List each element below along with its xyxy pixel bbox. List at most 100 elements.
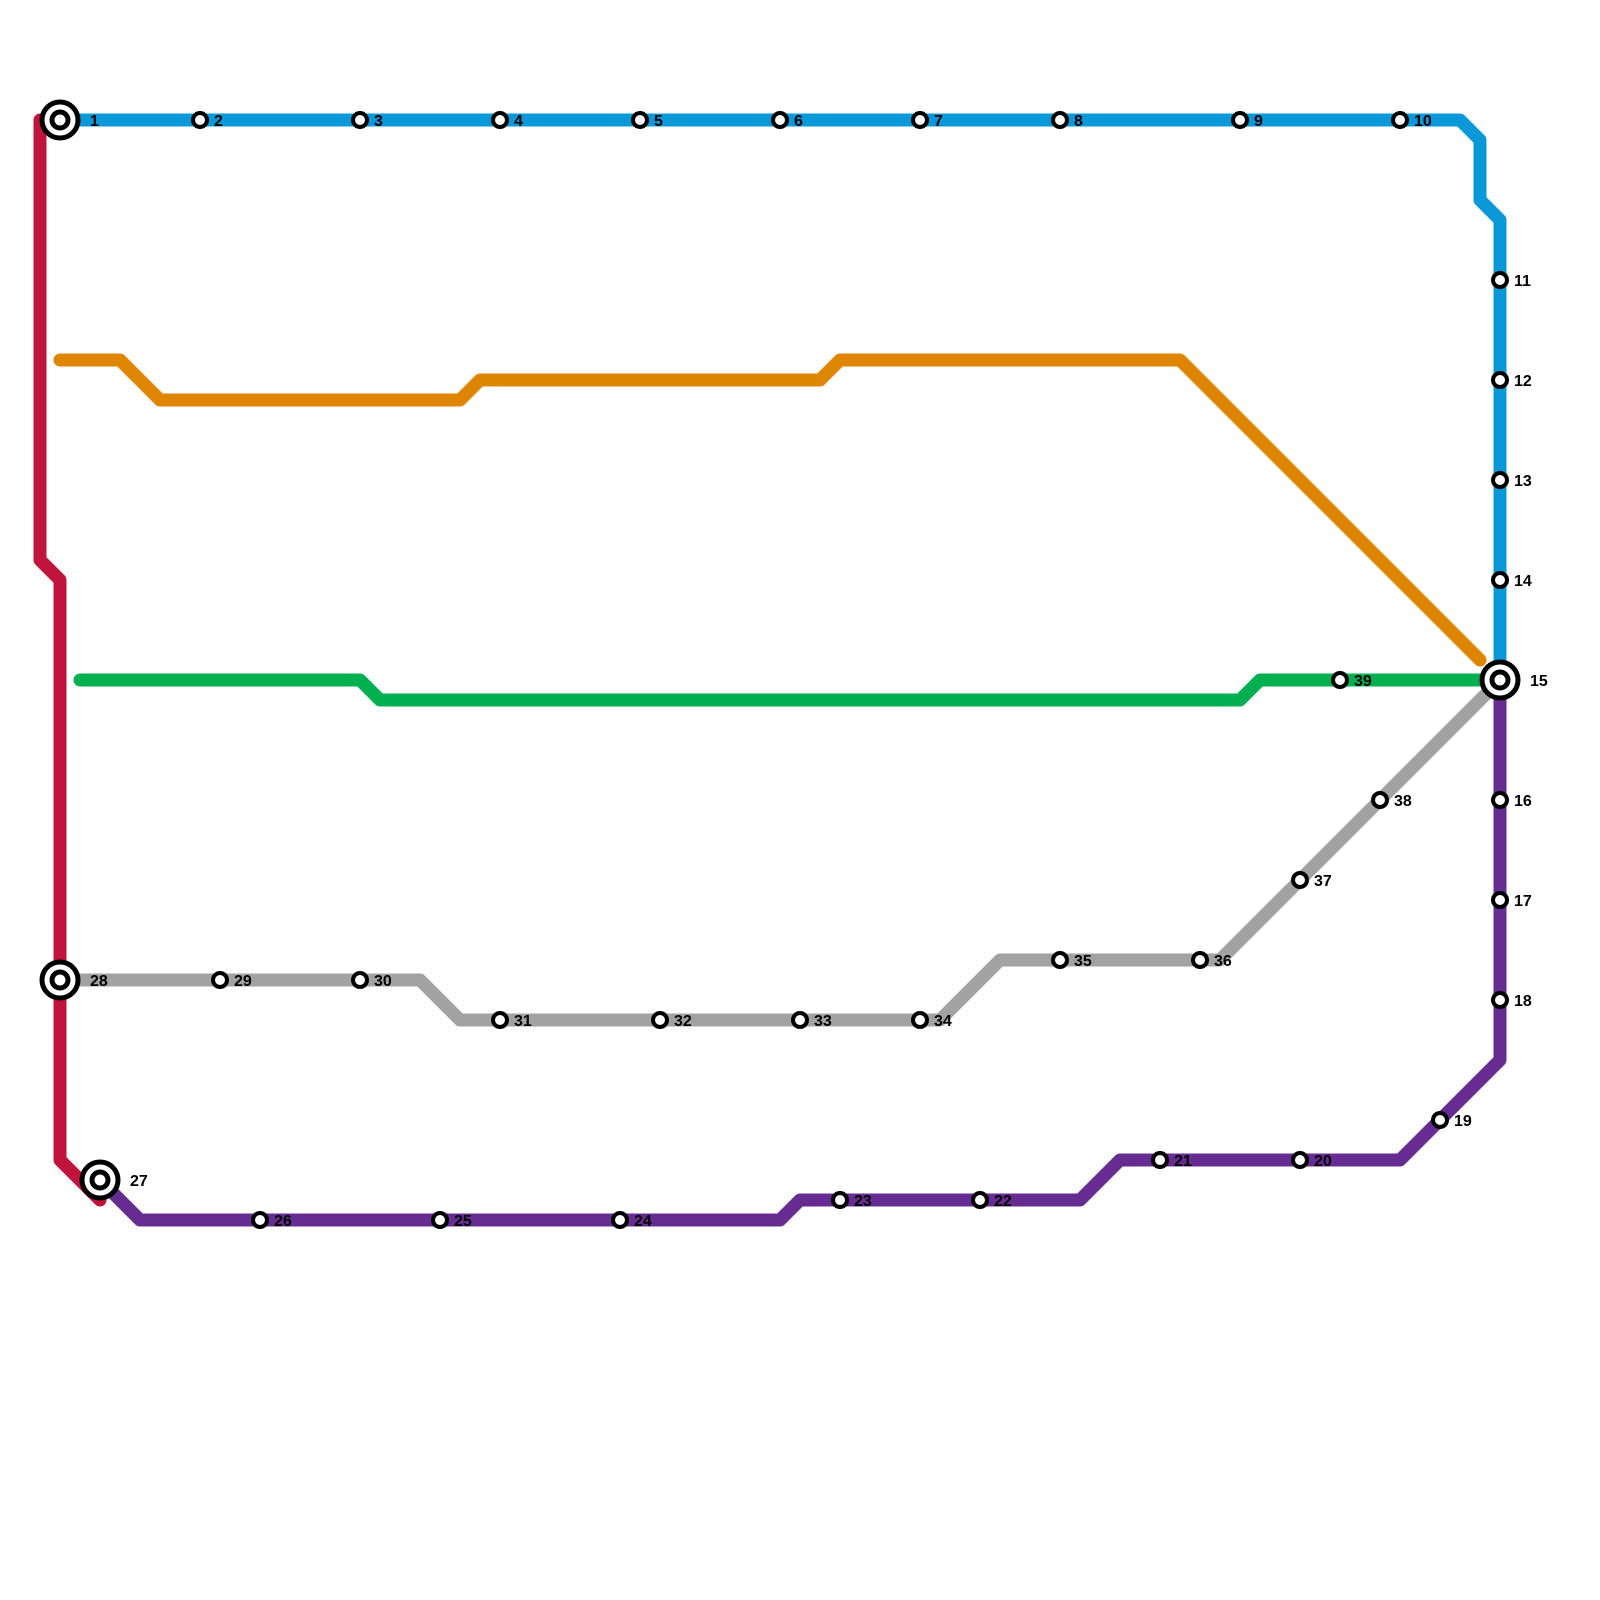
station-3[interactable]: 3 bbox=[351, 111, 383, 130]
station-label: 20 bbox=[1314, 1153, 1332, 1170]
station-2[interactable]: 2 bbox=[191, 111, 223, 130]
stations-layer: 1 2 3 4 5 6 7 8 bbox=[39, 99, 1548, 1230]
station-label: 6 bbox=[794, 113, 803, 130]
orange-line bbox=[53, 353, 1487, 667]
station-11[interactable]: 11 bbox=[1491, 271, 1531, 290]
interchange-inner-ring bbox=[1489, 669, 1511, 691]
station-label: 3 bbox=[374, 113, 383, 130]
station-22[interactable]: 22 bbox=[971, 1191, 1012, 1210]
station-marker bbox=[1431, 1111, 1449, 1129]
station-marker bbox=[211, 971, 229, 989]
station-35[interactable]: 35 bbox=[1051, 951, 1092, 970]
station-label: 28 bbox=[90, 973, 108, 990]
station-label: 22 bbox=[994, 1193, 1012, 1210]
station-label: 18 bbox=[1514, 993, 1532, 1010]
station-25[interactable]: 25 bbox=[431, 1211, 472, 1230]
purple-line bbox=[93, 673, 1507, 1227]
station-label: 39 bbox=[1354, 673, 1372, 690]
station-marker bbox=[491, 1011, 509, 1029]
station-label: 30 bbox=[374, 973, 392, 990]
station-9[interactable]: 9 bbox=[1231, 111, 1263, 130]
station-marker bbox=[191, 111, 209, 129]
station-marker bbox=[431, 1211, 449, 1229]
station-label: 4 bbox=[514, 113, 523, 130]
station-20[interactable]: 20 bbox=[1291, 1151, 1332, 1170]
station-27[interactable]: 27 bbox=[79, 1159, 148, 1201]
station-1[interactable]: 1 bbox=[39, 99, 99, 141]
station-6[interactable]: 6 bbox=[771, 111, 803, 130]
station-label: 9 bbox=[1254, 113, 1263, 130]
station-33[interactable]: 33 bbox=[791, 1011, 832, 1030]
station-marker bbox=[1391, 111, 1409, 129]
station-39[interactable]: 39 bbox=[1331, 671, 1372, 690]
station-marker bbox=[1051, 111, 1069, 129]
station-23[interactable]: 23 bbox=[831, 1191, 872, 1210]
station-label: 13 bbox=[1514, 473, 1532, 490]
station-34[interactable]: 34 bbox=[911, 1011, 952, 1030]
interchange-inner-ring bbox=[49, 109, 71, 131]
station-marker bbox=[1491, 891, 1509, 909]
station-marker bbox=[1491, 271, 1509, 289]
station-label: 25 bbox=[454, 1213, 472, 1230]
station-14[interactable]: 14 bbox=[1491, 571, 1532, 590]
station-marker bbox=[1491, 791, 1509, 809]
station-16[interactable]: 16 bbox=[1491, 791, 1532, 810]
station-10[interactable]: 10 bbox=[1391, 111, 1432, 130]
station-15[interactable]: 15 bbox=[1479, 659, 1548, 701]
station-label: 5 bbox=[654, 113, 663, 130]
station-label: 29 bbox=[234, 973, 252, 990]
station-37[interactable]: 37 bbox=[1291, 871, 1332, 890]
station-label: 35 bbox=[1074, 953, 1092, 970]
station-label: 1 bbox=[90, 113, 99, 130]
station-19[interactable]: 19 bbox=[1431, 1111, 1472, 1130]
station-8[interactable]: 8 bbox=[1051, 111, 1083, 130]
station-label: 23 bbox=[854, 1193, 872, 1210]
station-label: 7 bbox=[934, 113, 943, 130]
station-marker bbox=[651, 1011, 669, 1029]
station-21[interactable]: 21 bbox=[1151, 1151, 1192, 1170]
station-marker bbox=[1491, 471, 1509, 489]
station-label: 26 bbox=[274, 1213, 292, 1230]
station-17[interactable]: 17 bbox=[1491, 891, 1532, 910]
station-marker bbox=[1491, 571, 1509, 589]
station-marker bbox=[1491, 371, 1509, 389]
blue-line bbox=[53, 113, 1507, 687]
station-24[interactable]: 24 bbox=[611, 1211, 652, 1230]
station-7[interactable]: 7 bbox=[911, 111, 943, 130]
station-label: 12 bbox=[1514, 373, 1532, 390]
station-18[interactable]: 18 bbox=[1491, 991, 1532, 1010]
station-label: 10 bbox=[1414, 113, 1432, 130]
station-marker bbox=[791, 1011, 809, 1029]
station-marker bbox=[1051, 951, 1069, 969]
station-36[interactable]: 36 bbox=[1191, 951, 1232, 970]
station-label: 16 bbox=[1514, 793, 1532, 810]
station-30[interactable]: 30 bbox=[351, 971, 392, 990]
station-label: 34 bbox=[934, 1013, 952, 1030]
station-26[interactable]: 26 bbox=[251, 1211, 292, 1230]
station-label: 17 bbox=[1514, 893, 1532, 910]
station-marker bbox=[611, 1211, 629, 1229]
station-12[interactable]: 12 bbox=[1491, 371, 1532, 390]
station-31[interactable]: 31 bbox=[491, 1011, 532, 1030]
station-label: 21 bbox=[1174, 1153, 1192, 1170]
station-label: 37 bbox=[1314, 873, 1332, 890]
station-marker bbox=[1151, 1151, 1169, 1169]
station-13[interactable]: 13 bbox=[1491, 471, 1532, 490]
station-32[interactable]: 32 bbox=[651, 1011, 692, 1030]
station-marker bbox=[631, 111, 649, 129]
station-marker bbox=[1291, 871, 1309, 889]
station-marker bbox=[971, 1191, 989, 1209]
station-38[interactable]: 38 bbox=[1371, 791, 1412, 810]
station-29[interactable]: 29 bbox=[211, 971, 252, 990]
station-28[interactable]: 28 bbox=[39, 959, 108, 1001]
station-label: 2 bbox=[214, 113, 223, 130]
station-4[interactable]: 4 bbox=[491, 111, 523, 130]
station-label: 19 bbox=[1454, 1113, 1472, 1130]
station-marker bbox=[911, 1011, 929, 1029]
station-marker bbox=[251, 1211, 269, 1229]
station-5[interactable]: 5 bbox=[631, 111, 663, 130]
station-marker bbox=[351, 111, 369, 129]
station-marker bbox=[1371, 791, 1389, 809]
station-marker bbox=[1191, 951, 1209, 969]
